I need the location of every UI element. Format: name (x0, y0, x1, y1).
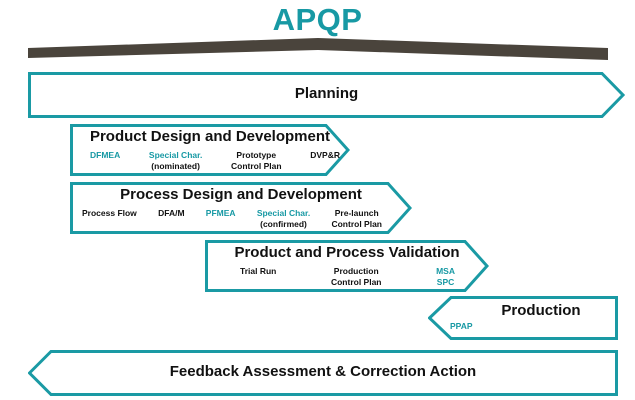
tapered-divider-bar (28, 38, 608, 60)
band-product-design[interactable]: Product Design and Development DFMEA Spe… (70, 124, 350, 176)
band-process-design[interactable]: Process Design and Development Process F… (70, 182, 412, 234)
band-production[interactable]: Production PPAP (428, 296, 618, 340)
band-feedback[interactable]: Feedback Assessment & Correction Action (28, 350, 618, 396)
band-planning[interactable]: Planning (28, 72, 625, 118)
page-title: APQP (272, 2, 363, 37)
band-validation[interactable]: Product and Process Validation Trial Run… (205, 240, 489, 292)
